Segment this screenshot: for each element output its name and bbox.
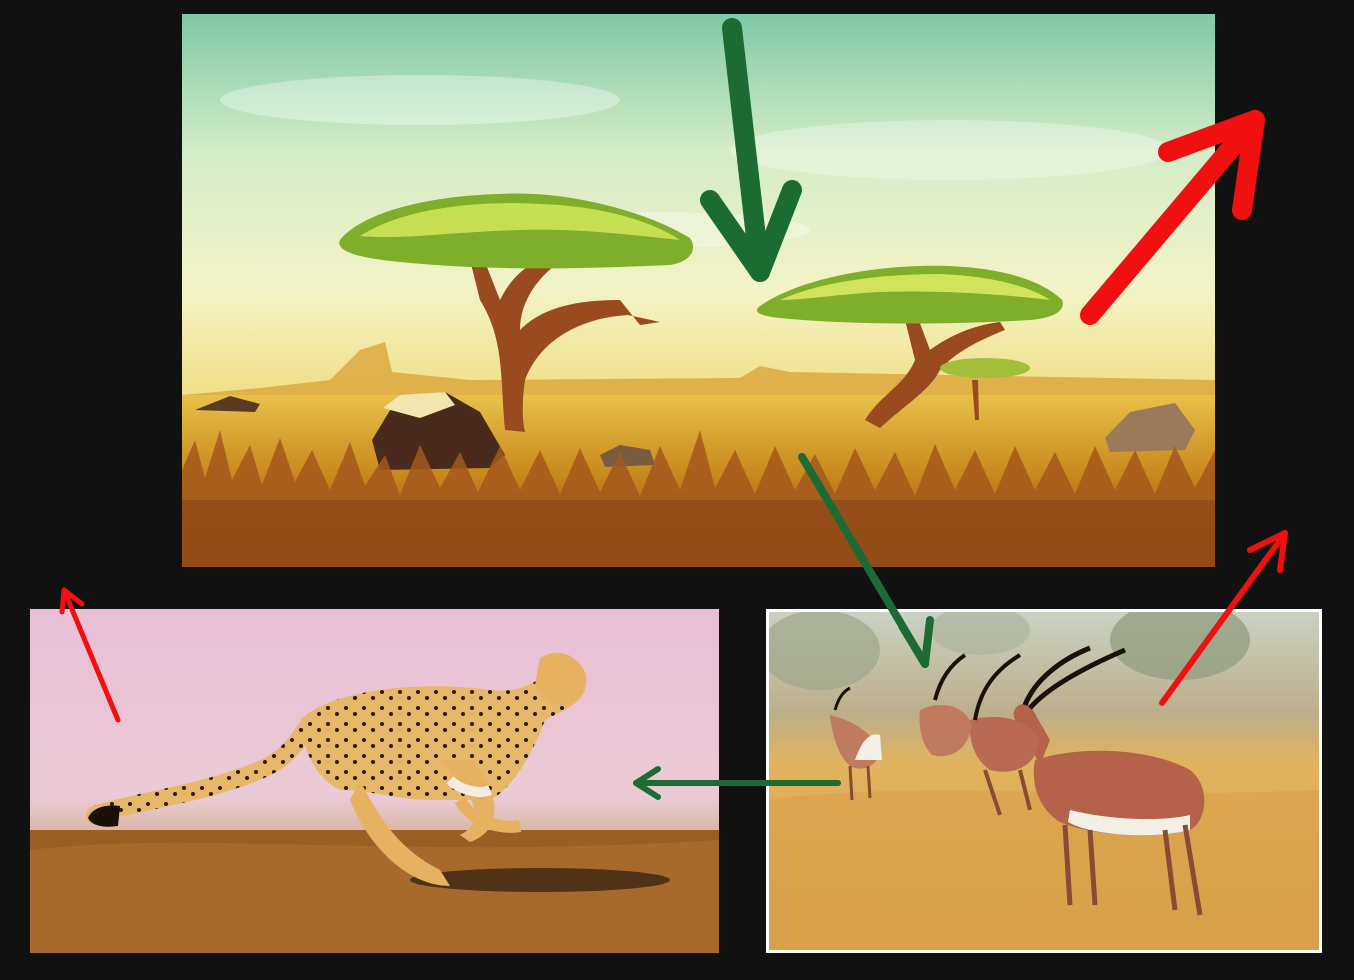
savanna-landscape-panel bbox=[182, 14, 1215, 567]
gazelle-herd-panel bbox=[760, 600, 1322, 953]
cheetah-panel bbox=[30, 609, 719, 953]
